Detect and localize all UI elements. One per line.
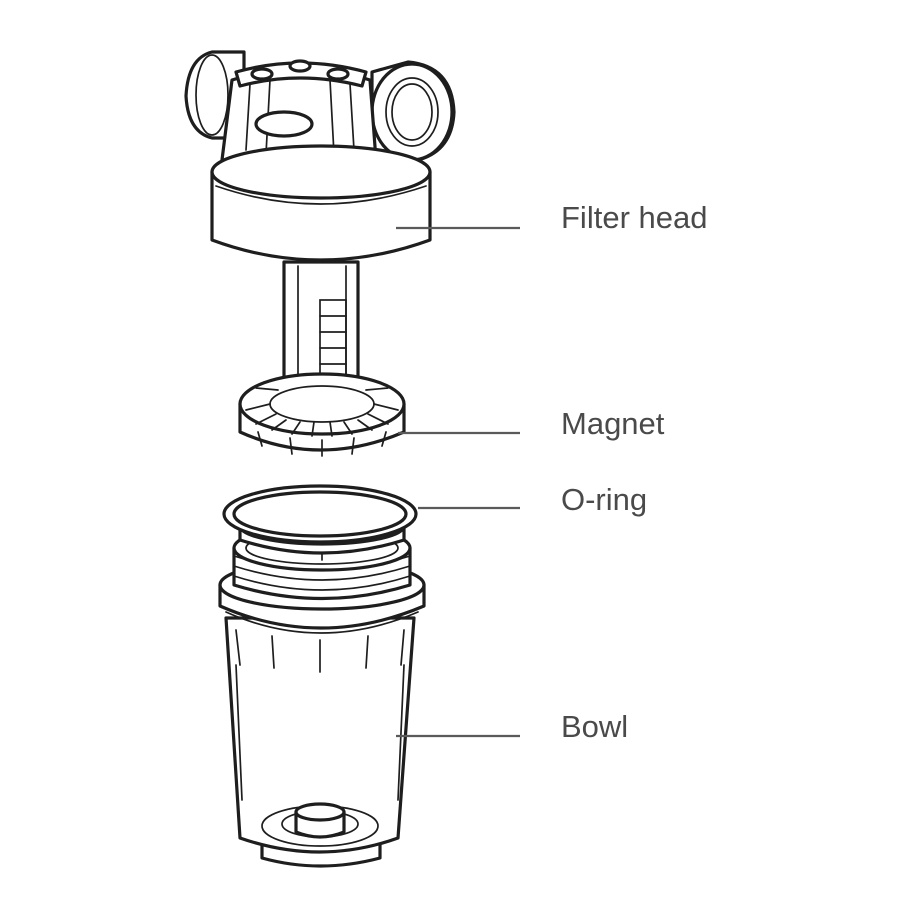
label-o-ring: O-ring (561, 484, 647, 515)
bowl (220, 508, 424, 866)
o-ring (224, 486, 416, 542)
label-filter-head: Filter head (561, 202, 707, 233)
magnet (240, 262, 404, 456)
label-bowl: Bowl (561, 711, 628, 742)
label-magnet: Magnet (561, 408, 664, 439)
